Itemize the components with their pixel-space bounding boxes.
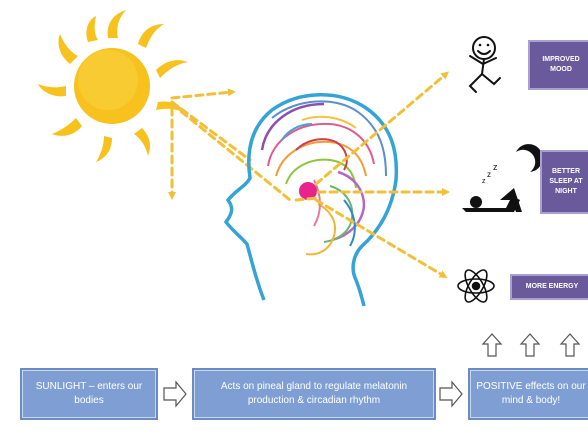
happy-person-icon [468, 36, 501, 93]
up-arrows [481, 333, 581, 357]
sunlight-arrows [168, 88, 292, 202]
outcome-label-improved-mood: IMPROVED MOOD [542, 56, 580, 73]
flow-step-sunlight: SUNLIGHT – enters our bodies [20, 368, 158, 420]
svg-text:z: z [482, 178, 486, 185]
flow-step-positive-effects: POSITIVE effects on our mind & body! [468, 368, 588, 420]
flow-arrows [163, 380, 463, 408]
pineal-gland-marker [299, 182, 317, 200]
flow-step-pineal-gland-text: Acts on pineal gland to regulate melaton… [220, 381, 408, 406]
flow-step-sunlight-text: SUNLIGHT – enters our bodies [35, 381, 143, 406]
svg-text:z: z [493, 162, 498, 172]
outcome-label-more-energy: MORE ENERGY [525, 283, 579, 290]
outcome-box-improved-mood: IMPROVED MOOD [528, 40, 588, 90]
head-profile-illustration [223, 93, 399, 307]
atom-icon [457, 269, 495, 303]
svg-text:z: z [487, 170, 491, 179]
flow-step-pineal-gland: Acts on pineal gland to regulate melaton… [192, 368, 436, 420]
outcome-label-better-sleep: BETTER SLEEP AT NIGHT [549, 168, 583, 195]
outcome-box-better-sleep: BETTER SLEEP AT NIGHT [540, 150, 588, 214]
outcome-box-more-energy: MORE ENERGY [510, 274, 588, 300]
flow-step-positive-effects-text: POSITIVE effects on our mind & body! [476, 381, 586, 406]
sun-icon [38, 10, 188, 162]
sleeping-person-icon: z z z [462, 144, 543, 212]
outcome-arrows [294, 71, 450, 279]
